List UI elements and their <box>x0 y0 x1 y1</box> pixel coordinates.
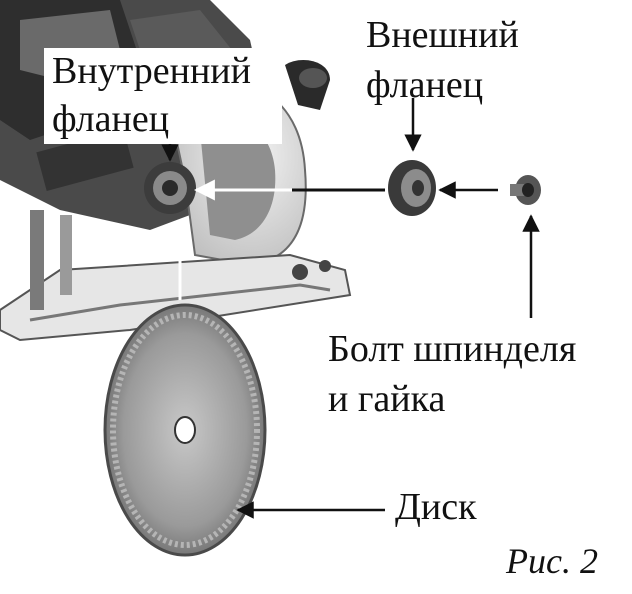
assembly-arrows <box>161 98 540 519</box>
inner-flange-label-line2: фланец <box>52 98 170 140</box>
disc-label: Диск <box>395 486 477 528</box>
figure-caption: Рис. 2 <box>506 541 598 581</box>
inner-flange-label-line1: Внутренний <box>52 50 251 92</box>
spindle-bolt-part <box>510 175 541 205</box>
spindle-bolt-label-line1: Болт шпинделя <box>328 328 577 370</box>
inner-flange-part <box>144 162 196 214</box>
outer-flange-part <box>388 160 436 216</box>
spindle-bolt-label-line2: и гайка <box>328 378 446 420</box>
inner-flange-label-plate <box>44 48 282 144</box>
saw-blade-disc <box>103 303 267 557</box>
base-plate <box>0 210 352 342</box>
outer-flange-label-line2: фланец <box>366 64 484 106</box>
outer-flange-label-line1: Внешний <box>366 14 519 56</box>
